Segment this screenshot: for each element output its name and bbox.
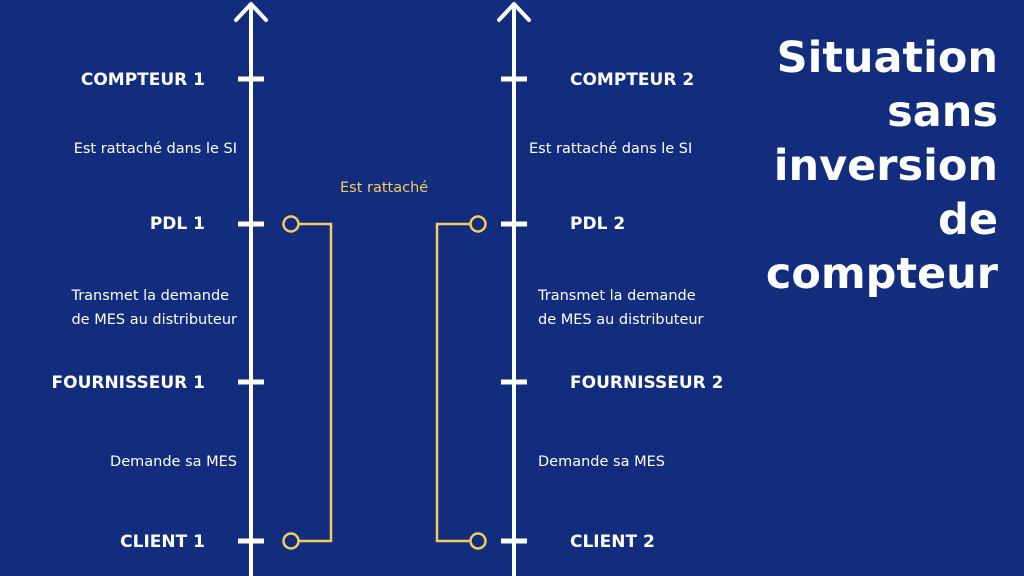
- right-connector: [435, 215, 487, 550]
- right-connector-line: [435, 222, 470, 543]
- left-node-compteur: COMPTEUR 1: [80, 70, 205, 90]
- left-desc-demande: Demande sa MES: [110, 454, 237, 470]
- right-connector-pdl-dot: [469, 215, 487, 233]
- left-connector: [282, 215, 333, 550]
- left-node-client: CLIENT 1: [120, 532, 205, 552]
- left-node-fournisseur: FOURNISSEUR 1: [51, 373, 206, 393]
- left-desc-rattache: Est rattaché dans le SI: [73, 141, 237, 157]
- right-node-compteur: COMPTEUR 2: [570, 70, 695, 90]
- right-connector-client-dot: [469, 532, 487, 550]
- left-connector-line: [299, 222, 333, 543]
- right-node-client: CLIENT 2: [570, 532, 655, 552]
- link-label: Est rattaché: [340, 180, 429, 196]
- page-title: Situation sans inversion de compteur: [765, 33, 998, 299]
- right-desc-rattache: Est rattaché dans le SI: [529, 141, 693, 157]
- right-axis: [497, 2, 531, 576]
- right-desc-demande: Demande sa MES: [538, 454, 665, 470]
- right-node-fournisseur: FOURNISSEUR 2: [570, 373, 724, 393]
- right-node-pdl: PDL 2: [570, 214, 626, 234]
- left-axis: [234, 2, 268, 576]
- left-connector-pdl-dot: [282, 215, 300, 233]
- left-axis-arrow: [234, 2, 268, 22]
- left-desc-transmet: Transmet la demande de MES au distribute…: [71, 288, 237, 328]
- left-connector-client-dot: [282, 532, 300, 550]
- left-node-pdl: PDL 1: [149, 214, 205, 234]
- right-axis-arrow: [497, 2, 531, 22]
- right-desc-transmet: Transmet la demande de MES au distribute…: [538, 288, 704, 328]
